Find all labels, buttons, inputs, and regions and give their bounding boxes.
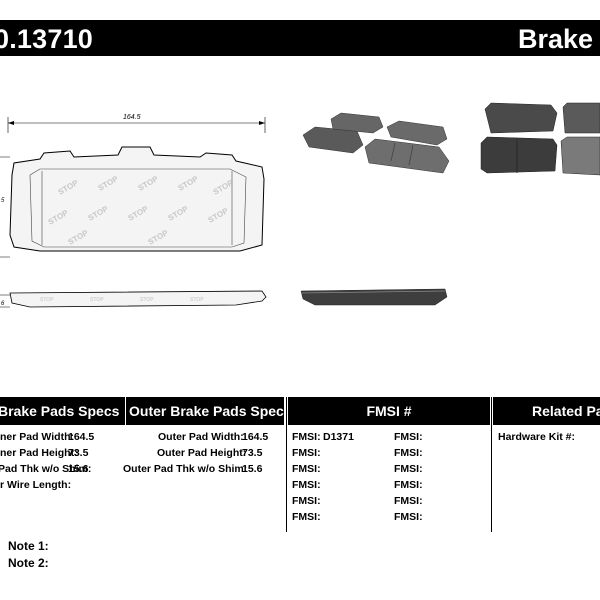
thickness-dimension-label: 6 — [1, 301, 5, 307]
svg-text:STOP: STOP — [90, 297, 104, 303]
pad-photo-set-flat — [480, 102, 600, 176]
inner-pad-thk-label: Pad Thk w/o Shim: — [0, 463, 92, 475]
divider-fmsi-right — [491, 397, 492, 532]
pad-photo-side — [300, 288, 448, 306]
fmsi-label-r6-c1: FMSI: — [292, 511, 321, 523]
inner-wire-length-label: r Wire Length: — [0, 479, 72, 491]
title-bar: 0.13710 Brake Pads — [0, 20, 600, 56]
fmsi-value-d1371: D1371 — [323, 431, 354, 443]
product-title: Brake Pads — [518, 24, 600, 54]
outer-pad-thk-value: 15.6 — [242, 463, 263, 475]
height-dimension-label: 5 — [1, 198, 5, 204]
inner-pad-thk-value: 15.6 — [68, 463, 89, 475]
fmsi-label-r3-c2: FMSI: — [394, 463, 423, 475]
width-dimension-label: 164.5 — [123, 114, 141, 121]
outer-pad-height-label: Outer Pad Height: — [157, 447, 247, 459]
outer-specs-header: Outer Brake Pads Specs — [126, 397, 284, 425]
pad-technical-drawing: 164.5 5 STOP STOP STOP STOP STOP STOP ST… — [0, 114, 267, 308]
svg-text:STOP: STOP — [140, 297, 154, 303]
inner-specs-header: Brake Pads Specs — [0, 397, 125, 425]
svg-text:STOP: STOP — [190, 297, 204, 303]
product-photos — [300, 102, 600, 306]
fmsi-label-r4-c2: FMSI: — [394, 479, 423, 491]
inner-pad-height-value: 73.5 — [68, 447, 89, 459]
fmsi-label-r1-c2: FMSI: — [394, 431, 423, 443]
inner-pad-width-label: ner Pad Width: — [0, 431, 74, 443]
fmsi-label-r2-c2: FMSI: — [394, 447, 423, 459]
note-2-label: Note 2: — [8, 556, 49, 570]
pad-side-view: 6 STOP STOP STOP STOP — [0, 290, 267, 308]
related-parts-header: Related Parts — [493, 397, 600, 425]
fmsi-label-r2-c1: FMSI: — [292, 447, 321, 459]
svg-text:STOP: STOP — [40, 297, 54, 303]
fmsi-label-r5-c1: FMSI: — [292, 495, 321, 507]
note-1-label: Note 1: — [8, 539, 49, 553]
fmsi-header: FMSI # — [288, 397, 490, 425]
outer-pad-width-value: 164.5 — [242, 431, 269, 443]
inner-pad-height-label: ner Pad Height: — [0, 447, 78, 459]
hardware-kit-label: Hardware Kit #: — [498, 431, 576, 443]
outer-pad-height-value: 73.5 — [242, 447, 263, 459]
pad-front-view: STOP STOP STOP STOP STOP STOP STOP STOP … — [9, 146, 265, 252]
part-number: 0.13710 — [0, 24, 93, 54]
fmsi-label-r5-c2: FMSI: — [394, 495, 423, 507]
fmsi-label-r4-c1: FMSI: — [292, 479, 321, 491]
pad-photo-set-angled — [302, 112, 450, 174]
width-dimension: 164.5 — [7, 114, 266, 133]
fmsi-label-r1-c1: FMSI: — [292, 431, 321, 443]
inner-pad-width-value: 164.5 — [68, 431, 95, 443]
fmsi-label-r6-c2: FMSI: — [394, 511, 423, 523]
outer-pad-width-label: Outer Pad Width: — [158, 431, 244, 443]
fmsi-label-r3-c1: FMSI: — [292, 463, 321, 475]
divider-fmsi-left — [286, 397, 287, 532]
outer-pad-thk-label: Outer Pad Thk w/o Shim: — [123, 463, 248, 475]
